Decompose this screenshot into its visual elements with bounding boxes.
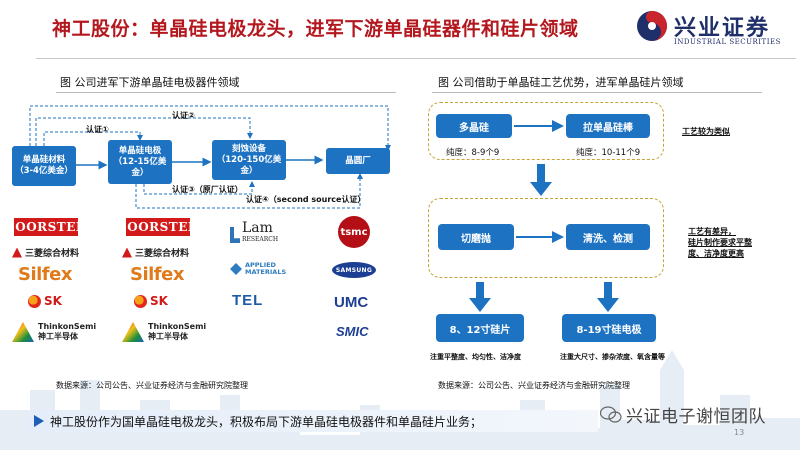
note-process-difference: 工艺有差异， 硅片制作要求平整 度、洁净度更高 <box>688 226 752 259</box>
coorstek-logo-2: COORSTEK <box>117 218 199 236</box>
cert-4-label: 认证④（second source认证） <box>246 195 366 204</box>
note-similar-text: 工艺较为类似 <box>682 127 730 136</box>
left-source-note: 数据来源：公司公告、兴业证券经济与金融研究院整理 <box>56 381 248 390</box>
summary-text: 神工股份作为国单晶硅电极龙头，积极布局下游单晶硅电极器件和单晶硅片业务； <box>50 415 483 429</box>
sk-butterfly-icon <box>134 294 147 308</box>
brand-name-cn: 兴业证券 <box>674 16 771 41</box>
right-figure-divider <box>432 92 762 93</box>
box-wafer-fab: 晶圆厂 <box>326 148 390 174</box>
cert-1-label: 认证① <box>86 125 109 134</box>
title-divider <box>36 58 796 59</box>
cert-2-label: 认证② <box>172 111 195 120</box>
bullet-arrow-icon <box>34 415 44 427</box>
box-clean-inspect: 清洗、检测 <box>566 224 650 250</box>
thinkonsemi-cn-name-2: 神工半导体 <box>148 332 188 341</box>
purity-pull: 纯度：10-11个9 <box>576 148 641 158</box>
lam-sub: RESEARCH <box>242 236 279 243</box>
process-group-upper <box>428 102 664 160</box>
sk-logo-2: SK <box>134 294 168 308</box>
note-diff-l3: 度、洁净度更高 <box>688 249 744 258</box>
mitsubishi-logo: 三菱综合材料 <box>12 246 79 259</box>
note-diff-l1: 工艺有差异， <box>688 227 736 236</box>
box-etch-equipment: 刻蚀设备（120-150亿美金） <box>212 140 286 180</box>
wafer-focus-note: 注重平整度、均匀性、洁净度 <box>430 353 521 361</box>
slide-title: 神工股份：单晶硅电极龙头，进军下游单晶硅器件和硅片领域 <box>52 18 579 40</box>
box-silicon-electrode-sizes: 8-19寸硅电极 <box>562 314 656 342</box>
silfex-name: Silfex <box>18 264 72 285</box>
sk-butterfly-icon <box>28 294 41 308</box>
left-figure-divider <box>56 92 396 93</box>
box-silicon-electrode: 单晶硅电极（12-15亿美金） <box>108 140 172 184</box>
right-source-note: 数据来源：公司公告、兴业证券经济与金融研究院整理 <box>438 381 630 390</box>
box-polysilicon: 多晶硅 <box>436 114 512 138</box>
cert-3-label: 认证③（原厂认证） <box>172 185 243 194</box>
applied-name: APPLIED <box>245 261 276 269</box>
box-silicon-wafer: 8、12寸硅片 <box>436 314 524 342</box>
team-watermark: 兴证电子谢恒团队 <box>626 407 766 427</box>
applied-mark-icon <box>230 263 242 275</box>
process-group-middle <box>428 198 664 278</box>
mitsubishi-diamond-icon <box>122 247 132 258</box>
samsung-logo: SAMSUNG <box>332 262 376 278</box>
box-pull-ingot: 拉单晶硅棒 <box>566 114 650 138</box>
left-figure-title: 图 公司进军下游单晶硅电极器件领域 <box>60 76 240 89</box>
mitsubishi-name: 三菱综合材料 <box>25 249 80 259</box>
brand-logo-block: 兴业证券 INDUSTRIAL SECURITIES <box>636 8 796 52</box>
electrode-focus-note: 注重大尺寸、掺杂浓度、氧含量等 <box>560 353 665 361</box>
brand-emblem-icon <box>637 11 667 41</box>
silfex-logo-2: Silfex <box>130 264 184 285</box>
smic-logo: SMIC <box>336 324 369 339</box>
tsmc-logo: tsmc <box>338 216 370 248</box>
sk-name-2: SK <box>150 294 168 308</box>
thinkonsemi-name: ThinkonSemi <box>38 322 97 331</box>
applied-sub: MATERIALS <box>245 268 287 276</box>
silfex-name-2: Silfex <box>130 264 184 285</box>
tel-logo: TEL <box>232 292 264 309</box>
summary-bar <box>28 410 598 432</box>
note-similar-process: 工艺较为类似 <box>682 126 730 137</box>
thinkonsemi-cn-name: 神工半导体 <box>38 332 78 341</box>
purity-poly: 纯度：8-9个9 <box>446 148 500 158</box>
page-number: 13 <box>734 428 745 437</box>
silfex-logo: Silfex <box>18 264 72 285</box>
mitsubishi-logo-2: 三菱综合材料 <box>122 246 189 259</box>
box-silicon-material: 单晶硅材料（3-4亿美金） <box>12 146 76 186</box>
thinkonsemi-name-2: ThinkonSemi <box>148 322 207 331</box>
box-cut-grind-polish: 切磨抛 <box>438 224 514 250</box>
note-diff-l2: 硅片制作要求平整 <box>688 238 752 247</box>
coorstek-logo: COORSTEK <box>5 218 87 236</box>
umc-logo: UMC <box>334 294 369 311</box>
sk-logo: SK <box>28 294 62 308</box>
sk-name: SK <box>44 294 62 308</box>
mitsubishi-name-2: 三菱综合材料 <box>135 249 190 259</box>
skyline-background-image <box>0 350 800 450</box>
wechat-icon <box>600 406 622 423</box>
brand-name-en: INDUSTRIAL SECURITIES <box>674 38 781 46</box>
lam-name: Lam <box>242 220 273 236</box>
right-figure-title: 图 公司借助于单晶硅工艺优势，进军单晶硅片领域 <box>438 76 684 89</box>
mitsubishi-diamond-icon <box>12 247 22 258</box>
